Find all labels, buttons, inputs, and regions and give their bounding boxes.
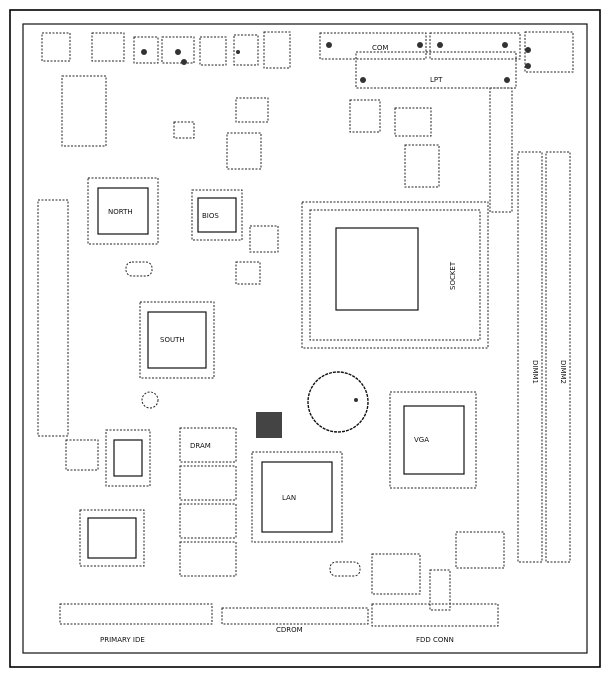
chip-clock	[65, 439, 99, 471]
black-chip	[256, 412, 282, 438]
svg-text:DIMM1: DIMM1	[531, 360, 539, 384]
chip-vga: VGA	[389, 391, 477, 489]
chip-audio	[79, 509, 145, 567]
small-round	[141, 391, 159, 409]
small-chip-4	[349, 99, 381, 133]
small-chip-5	[394, 107, 432, 137]
chip-lan: LAN	[251, 451, 343, 543]
fdd-conn-label: FDD CONN	[416, 636, 454, 644]
oval-br	[329, 561, 361, 577]
lpt-label: LPT	[430, 76, 443, 84]
chip-small-br	[455, 531, 505, 569]
chip-south: SOUTH	[139, 301, 215, 379]
primary-ide-label: PRIMARY IDE	[100, 636, 145, 644]
header-br2	[429, 569, 451, 611]
small-chip-1	[235, 97, 269, 123]
jumper-pair	[249, 225, 279, 253]
dimm-slots: DIMM1 DIMM2	[517, 151, 571, 563]
dram-stack: DRAM	[179, 427, 237, 577]
chip-bios: BIOS	[191, 189, 243, 241]
bottom-connectors: PRIMARY IDE CDROM FDD CONN	[59, 603, 499, 644]
board-outline	[22, 23, 588, 654]
jumper-2	[235, 261, 261, 285]
svg-text:DRAM: DRAM	[190, 442, 211, 450]
battery	[307, 371, 369, 433]
outer-border	[9, 9, 601, 668]
svg-text:LAN: LAN	[282, 494, 296, 502]
svg-text:BIOS: BIOS	[202, 212, 219, 220]
small-chip-6	[404, 144, 440, 188]
small-chip-3	[173, 121, 195, 139]
svg-text:SOCKET: SOCKET	[449, 261, 457, 290]
small-chip-2	[226, 132, 262, 170]
com-label: COM	[372, 44, 388, 52]
oval-osc	[125, 261, 153, 277]
svg-text:VGA: VGA	[414, 436, 429, 444]
cpu-socket: SOCKET	[301, 201, 489, 349]
svg-text:SOUTH: SOUTH	[160, 336, 185, 344]
lpt-connector-group: LPT COM	[319, 31, 574, 89]
svg-text:NORTH: NORTH	[108, 208, 133, 216]
header-br	[371, 553, 421, 595]
cdrom-label: CDROM	[276, 626, 303, 634]
jumper-block-left	[61, 75, 107, 147]
chip-io	[105, 429, 151, 487]
pci-slot-left	[37, 199, 69, 437]
svg-text:DIMM2: DIMM2	[559, 360, 567, 384]
vertical-header	[489, 87, 513, 213]
chip-north: NORTH	[87, 177, 159, 245]
top-connector-row	[41, 31, 291, 69]
